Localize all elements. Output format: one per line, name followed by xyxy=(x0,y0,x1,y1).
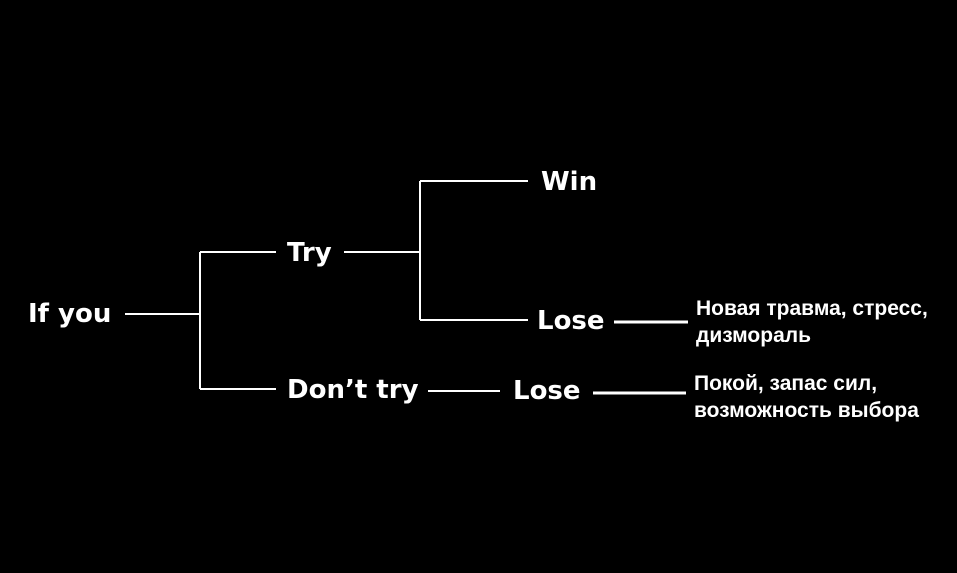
node-dont-try: Don’t try xyxy=(287,375,419,405)
note-dont-try-lose-line-2: возможность выбора xyxy=(694,399,919,422)
node-try-lose: Lose xyxy=(537,306,605,336)
node-if-you: If you xyxy=(28,299,112,329)
note-try-lose: Новая травма, стресс, дизмораль xyxy=(696,295,928,349)
node-try-win: Win xyxy=(541,167,598,197)
note-try-lose-line-2: дизмораль xyxy=(696,324,811,347)
node-dont-try-lose: Lose xyxy=(513,376,581,406)
node-try: Try xyxy=(287,238,332,268)
note-try-lose-line-1: Новая травма, стресс, xyxy=(696,297,928,320)
note-dont-try-lose: Покой, запас сил, возможность выбора xyxy=(694,370,919,424)
note-dont-try-lose-line-1: Покой, запас сил, xyxy=(694,372,878,395)
